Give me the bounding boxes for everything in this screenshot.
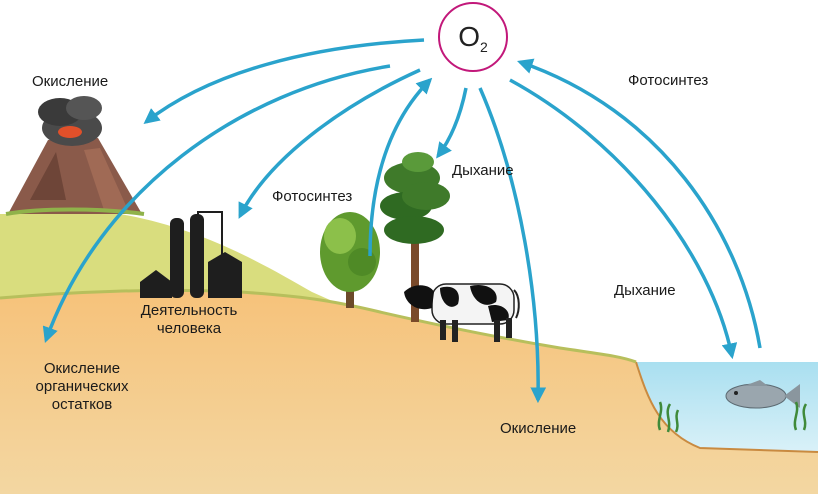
soil-oxidation-label: Окисление xyxy=(500,420,577,437)
arrow-to-factory xyxy=(238,68,421,219)
arrow-to-volcano xyxy=(143,38,425,124)
human-activity-line1: Деятельность xyxy=(140,302,238,319)
organic-oxidation-line1: Окисление xyxy=(43,360,121,377)
oxygen-symbol: O xyxy=(458,21,480,52)
arrows xyxy=(42,38,762,404)
oxygen-subscript: 2 xyxy=(479,39,488,55)
pine-tree xyxy=(380,152,450,322)
arrow-to-water xyxy=(509,78,738,360)
factory-icon xyxy=(140,211,242,298)
arrow-from-water xyxy=(517,58,762,349)
water xyxy=(636,362,818,452)
soil xyxy=(0,290,818,494)
photosynthesis-trees-label: Фотосинтез xyxy=(272,188,353,205)
grass-hill xyxy=(0,214,330,300)
organic-oxidation-label: Окисление органических остатков xyxy=(22,360,142,414)
arrow-to-soil xyxy=(478,87,547,404)
volcano xyxy=(5,96,145,216)
volcano-oxidation-label: Окисление xyxy=(32,73,109,90)
arrow-to-pine xyxy=(436,87,468,159)
photosynthesis-water-label: Фотосинтез xyxy=(628,72,709,89)
fish-icon xyxy=(725,380,800,409)
water-plants xyxy=(657,401,808,433)
human-activity-line2: человека xyxy=(156,320,222,337)
organic-oxidation-line2: органических xyxy=(35,378,129,395)
arrow-from-trees xyxy=(368,77,433,257)
respiration-fish-label: Дыхание xyxy=(614,282,676,299)
organic-oxidation-line3: остатков xyxy=(51,396,113,413)
grass-edge xyxy=(0,288,637,364)
arrow-to-organic xyxy=(42,64,391,343)
cow-icon xyxy=(404,283,520,342)
human-activity-label: Деятельность человека xyxy=(124,302,254,338)
respiration-trees-label: Дыхание xyxy=(452,162,514,179)
